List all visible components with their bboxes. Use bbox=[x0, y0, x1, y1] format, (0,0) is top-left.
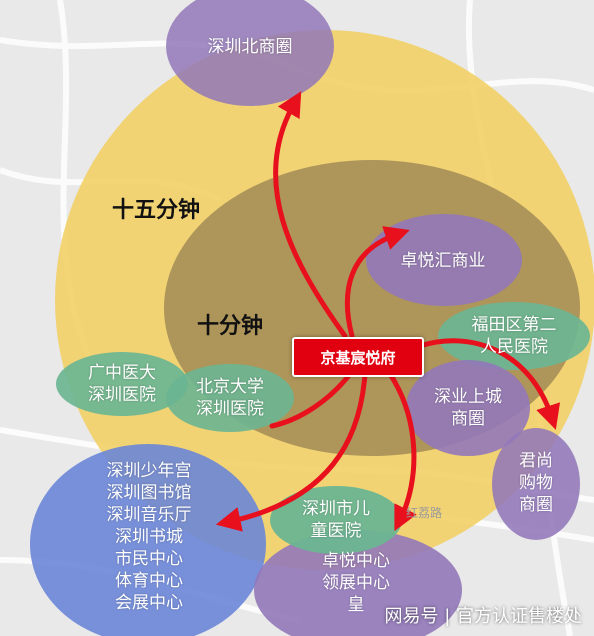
guangzhong-hospital-label: 广中医大 深圳医院 bbox=[88, 363, 156, 405]
children-hospital-label: 深圳市儿 童医院 bbox=[302, 499, 370, 541]
shenzhen-north-label: 深圳北商圈 bbox=[207, 37, 293, 57]
arrow-to-peking-hospital bbox=[269, 371, 353, 429]
project-name: 京基宸悦府 bbox=[320, 348, 396, 367]
children-hospital-bubble bbox=[270, 486, 402, 554]
arrow-to-junshang bbox=[417, 338, 561, 430]
fifteen-minute-label: 十五分钟 bbox=[111, 198, 200, 223]
arrow-to-bottom-center bbox=[387, 371, 417, 532]
peking-hospital-bubble bbox=[166, 364, 294, 432]
watermark: 网易号 | 官方认证售楼处 bbox=[384, 606, 582, 627]
route-arrows bbox=[215, 91, 561, 532]
shenye-city-bubble bbox=[406, 360, 530, 456]
guangzhong-hospital-bubble bbox=[56, 352, 188, 416]
arrow-to-culture-cluster bbox=[215, 371, 368, 532]
peking-hospital-label: 北京大学 深圳医院 bbox=[196, 377, 264, 419]
project-center-box: 京基宸悦府 bbox=[292, 337, 424, 377]
junshang-label: 君尚 购物 商圈 bbox=[519, 451, 553, 515]
futian-hospital-label: 福田区第二 人民医院 bbox=[471, 315, 557, 357]
futian-hospital-bubble bbox=[438, 302, 590, 370]
zhuoyuehui-label: 卓悦汇商业 bbox=[400, 251, 486, 271]
junshang-bubble bbox=[492, 428, 580, 540]
culture-cluster-label: 深圳少年宫 深圳图书馆 深圳音乐厅 深圳书城 市民中心 体育中心 会展中心 bbox=[106, 461, 192, 613]
road-label: 红荔路 bbox=[406, 506, 443, 520]
ten-minute-label: 十分钟 bbox=[196, 314, 263, 339]
culture-cluster-bubble bbox=[30, 444, 266, 636]
bottom-center-bubble bbox=[254, 530, 462, 636]
bottom-center-label: 卓悦中心 领展中心 皇 bbox=[322, 551, 390, 615]
arrow-to-zhuoyuehui bbox=[344, 226, 410, 339]
arrow-to-shenzhen-north bbox=[273, 91, 348, 339]
shenye-city-label: 深业上城 商圈 bbox=[434, 387, 502, 429]
shenzhen-north-bubble bbox=[166, 0, 334, 106]
